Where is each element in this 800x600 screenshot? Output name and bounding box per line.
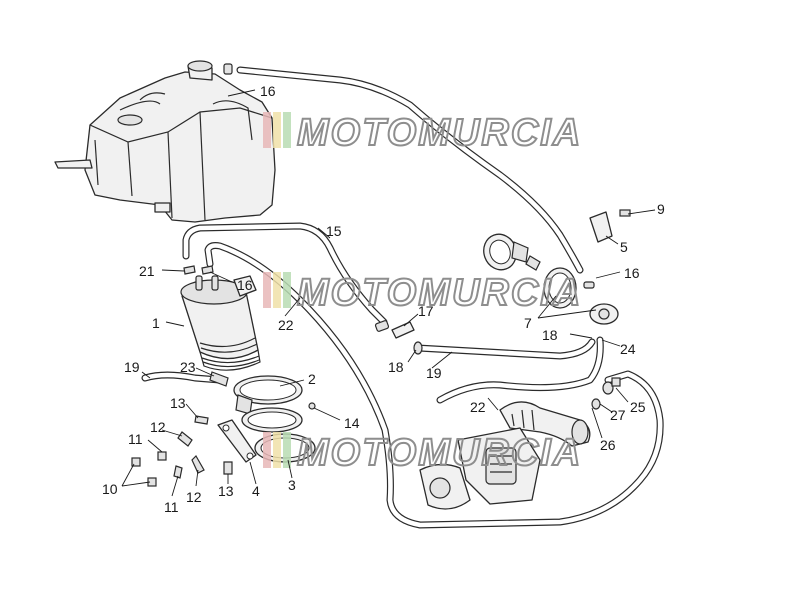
callout-3: 3 [288, 477, 296, 493]
callout-12a: 12 [150, 419, 166, 435]
watermark-logo: MOTOMURCIA [263, 431, 582, 475]
hose-19-right [414, 338, 596, 360]
clamp-ring-upper [483, 233, 541, 271]
watermark-logo: MOTOMURCIA [263, 271, 582, 315]
clamp-ring-7 [543, 267, 577, 309]
callout-4: 4 [252, 483, 260, 499]
bracket-4 [217, 419, 257, 463]
callout-15: 15 [326, 223, 342, 239]
watermark-text: MOTOMURCIA [297, 112, 582, 154]
callout-25: 25 [630, 399, 646, 415]
bracket-5 [589, 209, 631, 243]
throttle-body [419, 427, 541, 510]
callout-23: 23 [180, 359, 196, 375]
callout-14: 14 [344, 415, 360, 431]
watermark-text: MOTOMURCIA [297, 432, 582, 474]
watermark-text: MOTOMURCIA [297, 272, 582, 314]
intake-duct [499, 401, 591, 447]
callout-18b: 18 [388, 359, 404, 375]
hose-15 [182, 222, 388, 326]
hose-19-left [141, 371, 224, 384]
callout-7: 7 [524, 315, 532, 331]
callout-16a: 16 [260, 83, 276, 99]
callout-2: 2 [308, 371, 316, 387]
callout-17: 17 [418, 303, 434, 319]
hose-24 [436, 336, 604, 404]
callout-27: 27 [610, 407, 626, 423]
callout-22a: 22 [278, 317, 294, 333]
hose-22 [204, 242, 664, 529]
callout-16b: 16 [237, 277, 253, 293]
callout-11a: 11 [128, 431, 143, 447]
callout-13b: 13 [218, 483, 234, 499]
callout-18a: 18 [542, 327, 558, 343]
watermark-layer: MOTOMURCIA MOTOMURCIA MOTOMURCIA [263, 111, 582, 475]
fuel-tank [54, 60, 276, 223]
fittings-25-27 [591, 377, 621, 410]
small-hardware-left [131, 265, 316, 487]
callout-21: 21 [139, 263, 155, 279]
clamp-ring-2 [233, 375, 303, 433]
callout-9: 9 [657, 201, 665, 217]
connector-17-18 [374, 320, 423, 355]
callout-19a: 19 [426, 365, 442, 381]
callout-24: 24 [620, 341, 636, 357]
callout-26: 26 [600, 437, 616, 453]
vent-hose [223, 63, 584, 274]
callout-12b: 12 [186, 489, 202, 505]
callout-11b: 11 [164, 499, 179, 515]
leader-lines [121, 89, 656, 497]
callout-16c: 16 [624, 265, 640, 281]
callout-1: 1 [152, 315, 160, 331]
callout-labels: 16 9 5 15 21 16 16 1 22 17 7 18 24 18 19… [102, 83, 665, 515]
callout-13a: 13 [170, 395, 186, 411]
valve-7 [583, 281, 619, 325]
watermark-logo: MOTOMURCIA [263, 111, 582, 155]
callout-5: 5 [620, 239, 628, 255]
callout-10: 10 [102, 481, 118, 497]
callout-22b: 22 [470, 399, 486, 415]
charcoal-canister [180, 275, 261, 371]
callout-19b: 19 [124, 359, 140, 375]
